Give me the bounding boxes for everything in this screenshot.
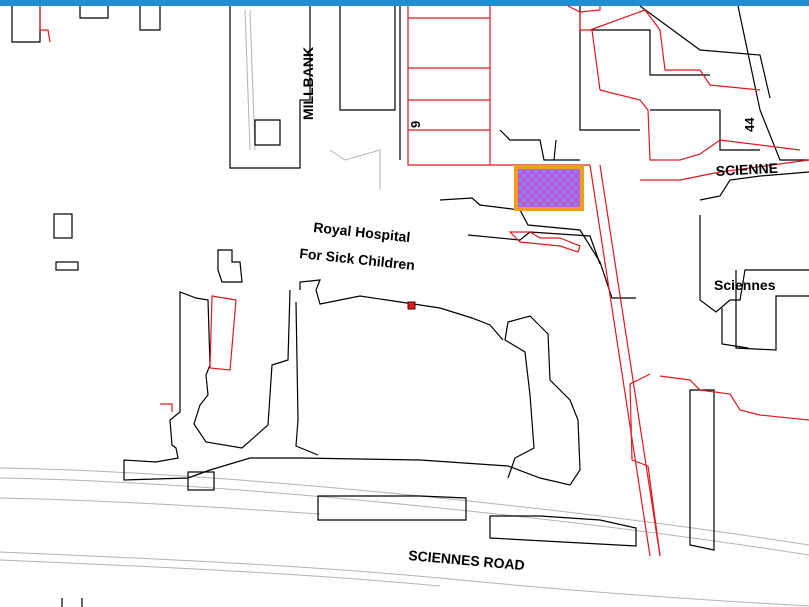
hospital-label-line1: Royal Hospital [313,219,411,245]
millbank-label: MILLBANK [300,47,316,120]
sciennes-road-label: SCIENNES ROAD [408,547,526,573]
house-number-9: 9 [408,121,423,128]
property-boundaries [39,5,809,557]
road-edges [0,9,809,607]
square-marker-icon[interactable] [407,301,416,310]
sciennes-side-label: Sciennes [714,277,776,293]
house-number-44: 44 [742,117,757,132]
outbuilding [53,213,73,239]
highlighted-site[interactable] [514,165,584,211]
building-outlines [11,5,809,607]
sciennes-top-label: SCIENNE [715,160,778,179]
window-top-border [0,0,809,6]
hospital-label-line2: For Sick Children [299,245,416,273]
